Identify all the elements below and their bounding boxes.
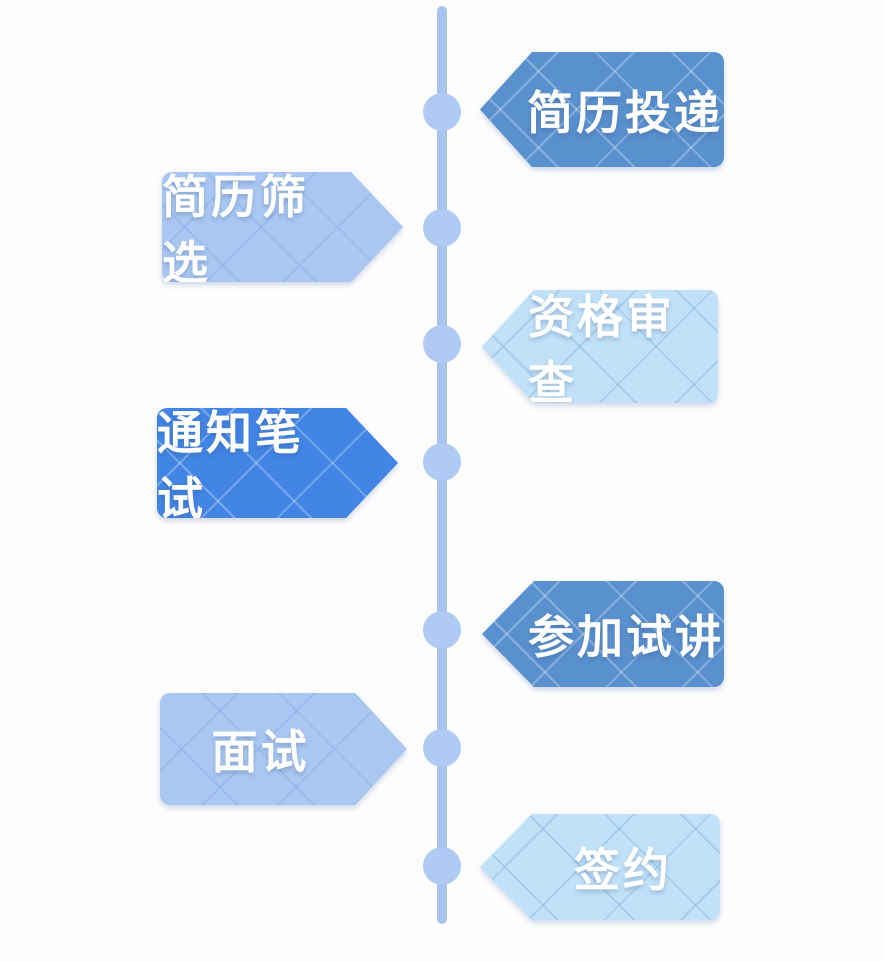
step-label: 资格审查 (528, 290, 675, 409)
step-label: 面试 (211, 726, 310, 778)
step-banner-trial-lecture: 参加试讲 (482, 581, 724, 687)
timeline-dot-3 (423, 325, 461, 363)
banner-shape: 简历投递 (480, 52, 724, 167)
step-label: 签约 (574, 844, 672, 896)
step-label: 参加试讲 (528, 611, 724, 663)
timeline-dot-6 (423, 729, 461, 767)
step-label: 简历筛选 (162, 171, 309, 289)
step-banner-contract-signing: 签约 (480, 814, 720, 920)
banner-shape: 资格审查 (482, 290, 718, 403)
banner-shape: 面试 (160, 693, 407, 805)
banner-shape: 简历筛选 (162, 172, 403, 282)
banner-shape: 通知笔试 (157, 408, 398, 518)
timeline-dot-7 (423, 847, 461, 885)
step-banner-written-test-notice: 通知笔试 (157, 408, 398, 518)
timeline-dot-1 (423, 93, 461, 131)
timeline-dot-5 (423, 611, 461, 649)
step-banner-resume-submission: 简历投递 (480, 52, 724, 167)
banner-shape: 参加试讲 (482, 581, 724, 687)
timeline-dot-4 (423, 443, 461, 481)
step-banner-qualification-review: 资格审查 (482, 290, 718, 403)
timeline-dot-2 (423, 209, 461, 247)
step-banner-resume-screening: 简历筛选 (162, 172, 403, 282)
step-label: 通知笔试 (157, 407, 304, 525)
banner-shape: 签约 (480, 814, 720, 920)
step-label: 简历投递 (527, 86, 723, 139)
step-banner-interview: 面试 (160, 693, 407, 805)
